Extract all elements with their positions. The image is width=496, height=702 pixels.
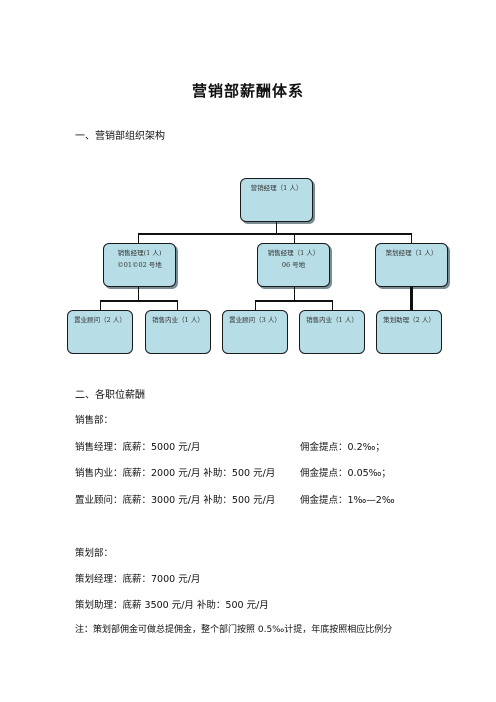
- org-node-sales-consultant-2: 置业顾问（3 人）: [222, 310, 288, 354]
- salary-row: 销售内业：底薪：2000 元/月 补助：500 元/月 佣金提点：0.05‰；: [75, 465, 391, 479]
- org-node-sales-manager-1: 销售经理(1 人) ©01©02 号地: [103, 243, 176, 287]
- org-node-label: 策划经理（1 人）: [385, 249, 438, 257]
- connector-line: [410, 287, 413, 310]
- connector-line: [294, 287, 295, 300]
- connector-line: [177, 300, 178, 310]
- org-node-sublabel: 06 号地: [281, 261, 306, 269]
- org-node-label: 营销经理（1 人）: [250, 184, 303, 192]
- connector-line: [138, 233, 139, 243]
- org-node-planning-manager: 策划经理（1 人）: [375, 243, 448, 287]
- org-node-sales-manager-2: 销售经理（1 人） 06 号地: [257, 243, 330, 287]
- org-node-label: 销售经理(1 人): [117, 249, 162, 257]
- planning-note: 注：策划部佣金可做总提佣金，整个部门按照 0.5‰计提，年底按照相应比例分: [75, 625, 393, 635]
- section-heading-org: 一、营销部组织架构: [75, 131, 165, 142]
- connector-line: [100, 300, 178, 302]
- connector-line: [276, 222, 277, 233]
- connector-line: [294, 233, 295, 243]
- salary-row-left: 销售经理：底薪：5000 元/月: [75, 442, 201, 453]
- org-node-label: 策划助理（2 人）: [383, 316, 435, 324]
- planning-dept-heading: 策划部：: [75, 548, 114, 559]
- page-title: 营销部薪酬体系: [191, 82, 304, 100]
- connector-line: [255, 300, 256, 310]
- salary-row-left: 置业顾问：底薪：3000 元/月 补助：500 元/月: [75, 495, 276, 506]
- org-node-label: 销售经理（1 人）: [267, 249, 320, 257]
- section-heading-salary: 二、各职位薪酬: [75, 390, 145, 401]
- connector-line: [100, 300, 101, 310]
- salary-row: 策划助理：底薪 3500 元/月 补助：500 元/月: [75, 600, 269, 611]
- connector-line: [138, 233, 411, 235]
- salary-row: 销售经理：底薪：5000 元/月 佣金提点：0.2‰；: [75, 439, 385, 453]
- salary-row-right: 佣金提点：0.2‰；: [300, 442, 385, 453]
- org-node-marketing-manager: 营销经理（1 人）: [240, 178, 313, 222]
- org-node-label: 销售内业（1 人）: [152, 316, 204, 324]
- org-node-sales-admin-1: 销售内业（1 人）: [145, 310, 211, 354]
- org-node-label: 销售内业（1 人）: [306, 316, 358, 324]
- sales-dept-heading: 销售部：: [75, 415, 114, 426]
- connector-line: [255, 300, 333, 302]
- org-node-label: 置业顾问（3 人）: [229, 316, 281, 324]
- salary-row-right: 佣金提点：1‰—2‰: [300, 495, 395, 506]
- salary-row-left: 销售内业：底薪：2000 元/月 补助：500 元/月: [75, 468, 276, 479]
- connector-line: [332, 300, 333, 310]
- connector-line: [411, 233, 412, 243]
- org-node-sales-admin-2: 销售内业（1 人）: [299, 310, 365, 354]
- org-node-label: 置业顾问（2 人）: [74, 316, 126, 324]
- salary-row: 置业顾问：底薪：3000 元/月 补助：500 元/月 佣金提点：1‰—2‰: [75, 492, 395, 506]
- connector-line: [138, 287, 139, 300]
- org-node-sales-consultant-1: 置业顾问（2 人）: [67, 310, 133, 354]
- org-node-sublabel: ©01©02 号地: [117, 261, 162, 269]
- salary-row-right: 佣金提点：0.05‰；: [300, 468, 391, 479]
- salary-row: 策划经理：底薪：7000 元/月: [75, 574, 201, 585]
- org-node-planning-assistant: 策划助理（2 人）: [376, 310, 442, 354]
